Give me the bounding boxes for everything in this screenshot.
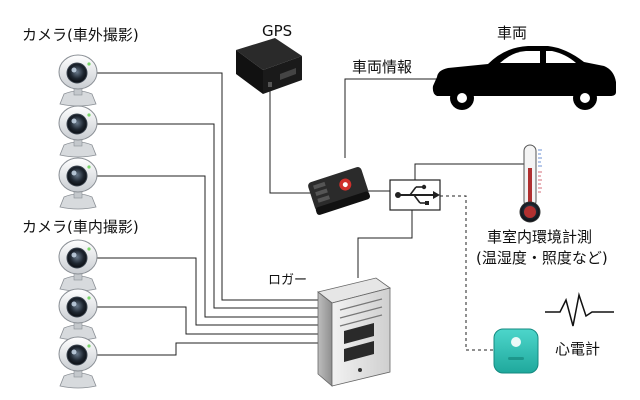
label-camera-exterior: カメラ(車外撮影) xyxy=(22,26,139,44)
vehicle-info-wire xyxy=(344,78,437,158)
usb-hub xyxy=(389,179,441,211)
thermometer-wire xyxy=(414,163,524,181)
gps-device xyxy=(236,38,302,94)
camera-interior-3 xyxy=(58,336,98,389)
label-vehicle-info: 車両情報 xyxy=(352,58,413,76)
label-camera-interior: カメラ(車内撮影) xyxy=(22,218,139,236)
thermometer xyxy=(519,144,542,223)
label-vehicle: 車両 xyxy=(497,24,528,42)
label-heart-rate: 心電計 xyxy=(555,340,601,358)
logger-pc xyxy=(317,277,391,387)
hub-logger-wire xyxy=(357,210,413,278)
label-env-line1: 車室内環境計測 xyxy=(487,228,593,246)
camera-exterior-3 xyxy=(58,157,98,210)
heart-rate-device xyxy=(493,328,539,374)
label-logger: ロガー xyxy=(268,273,308,288)
camera-exterior-2 xyxy=(58,105,98,158)
ecg-waveform-icon xyxy=(545,292,614,327)
label-env-line2: (温湿度・照度など) xyxy=(476,249,608,267)
central-unit xyxy=(308,167,371,215)
label-gps: GPS xyxy=(262,22,293,40)
camera-exterior-1 xyxy=(58,54,98,107)
gps-wire xyxy=(269,90,312,194)
vehicle-icon xyxy=(432,46,616,110)
camera-wires xyxy=(96,72,320,356)
camera-interior-2 xyxy=(58,288,98,341)
camera-interior-1 xyxy=(58,239,98,292)
heart-rate-wire xyxy=(440,195,494,351)
